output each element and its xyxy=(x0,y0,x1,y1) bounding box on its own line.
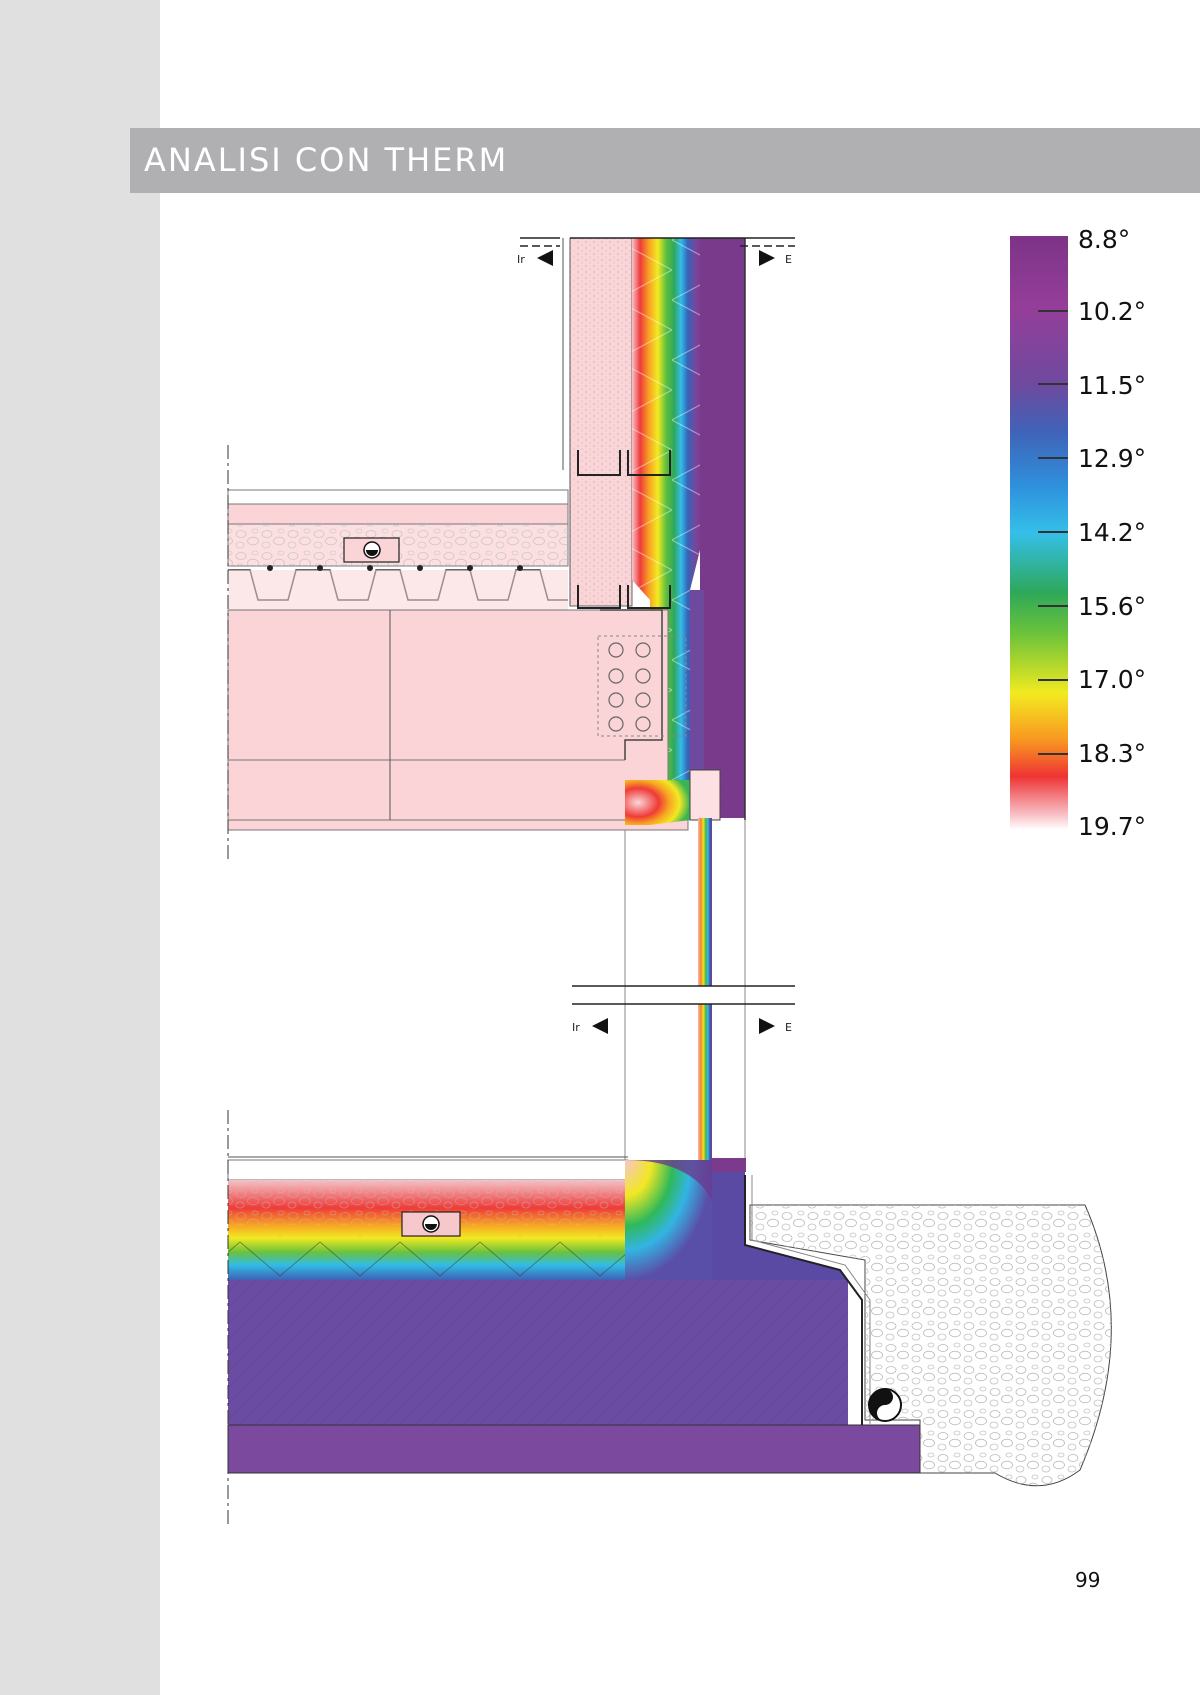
legend-tick xyxy=(1038,605,1068,607)
legend-tick xyxy=(1038,679,1068,681)
legend-tick xyxy=(1038,531,1068,533)
section-markers-top: Ir E xyxy=(517,250,792,266)
legend-label-6: 17.0° xyxy=(1078,665,1147,694)
marker-exterior-bottom: E xyxy=(785,1021,792,1034)
section-break-lines xyxy=(520,237,795,1005)
legend-tick xyxy=(1038,383,1068,385)
legend-label-7: 18.3° xyxy=(1078,739,1147,768)
marker-interior-top: Ir xyxy=(517,253,525,266)
temperature-legend: 8.8° 10.2° 11.5° 12.9° 14.2° 15.6° 17.0°… xyxy=(1010,226,1170,841)
legend-tick xyxy=(1038,753,1068,755)
page-margin-strip xyxy=(0,0,160,1695)
section-markers-bottom: Ir E xyxy=(572,1018,792,1034)
glazing-section xyxy=(624,818,746,1164)
legend-label-3: 12.9° xyxy=(1078,444,1147,473)
legend-label-0: 8.8° xyxy=(1078,225,1131,254)
page-title: ANALISI CON THERM xyxy=(144,141,509,179)
legend-tick xyxy=(1038,310,1068,312)
legend-label-1: 10.2° xyxy=(1078,297,1147,326)
legend-label-2: 11.5° xyxy=(1078,371,1147,400)
upper-floor-node xyxy=(227,237,746,860)
legend-tick xyxy=(1038,457,1068,459)
page-number: 99 xyxy=(1075,1568,1101,1592)
legend-label-5: 15.6° xyxy=(1078,592,1147,621)
marker-exterior-top: E xyxy=(785,253,792,266)
ground-floor-node xyxy=(227,1110,1112,1525)
legend-label-4: 14.2° xyxy=(1078,518,1147,547)
temperature-color-scale xyxy=(1010,236,1068,830)
title-band: ANALISI CON THERM xyxy=(130,128,1200,193)
legend-label-8: 19.7° xyxy=(1078,812,1147,841)
marker-interior-bottom: Ir xyxy=(572,1021,580,1034)
